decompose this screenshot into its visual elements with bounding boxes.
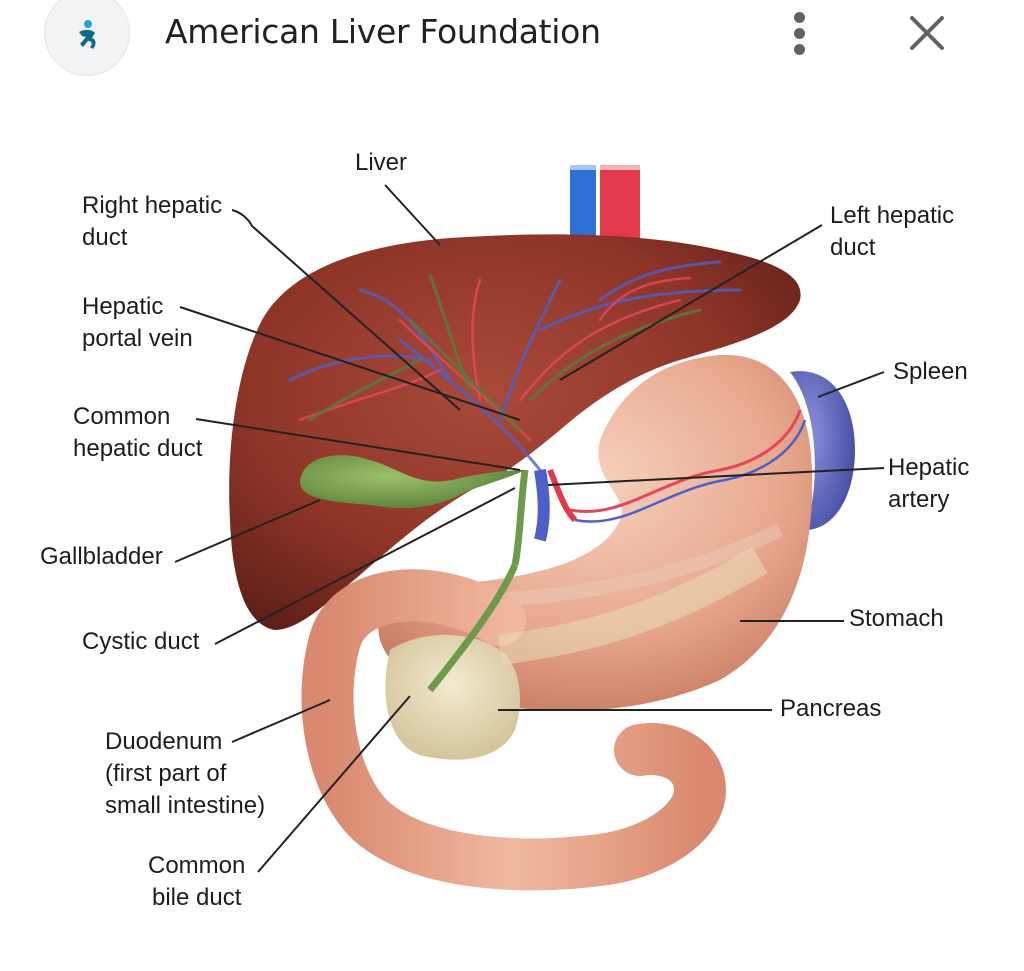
label-left-hepatic-duct: Left hepatic duct <box>830 200 954 264</box>
label-spleen: Spleen <box>893 358 968 385</box>
label-hepatic-portal-vein-line1: Hepatic <box>82 293 164 320</box>
pancreas-shape <box>385 635 520 760</box>
label-common-bile-duct-line2: bile duct <box>151 884 242 911</box>
more-vert-icon <box>794 12 805 23</box>
common-bile-duct-shape <box>427 469 529 693</box>
pancreas-body <box>498 547 768 665</box>
liver-anatomy-diagram: Liver Right hepatic duct Hepatic portal … <box>0 80 1024 971</box>
site-title: American Liver Foundation <box>165 12 601 51</box>
label-duodenum-line1: Duodenum <box>105 728 223 755</box>
hepatic-artery-trunk <box>547 468 578 523</box>
label-cystic-duct: Cystic duct <box>82 628 200 655</box>
label-liver: Liver <box>355 149 408 176</box>
label-pancreas: Pancreas <box>780 695 882 722</box>
label-left-hepatic-duct-line2: duct <box>830 234 876 261</box>
label-duodenum-line2: (first part of <box>105 760 227 787</box>
leader-lines <box>174 184 885 873</box>
site-logo[interactable] <box>44 0 130 76</box>
label-hepatic-portal-vein-line2: portal vein <box>82 325 193 352</box>
close-icon <box>910 16 944 50</box>
header-bar: American Liver Foundation <box>0 0 1024 78</box>
label-common-bile-duct: Common bile duct <box>148 850 245 914</box>
label-hepatic-artery-line1: Hepatic <box>888 454 970 481</box>
label-hepatic-artery-line2: artery <box>888 486 950 513</box>
liver-foundation-logo-icon <box>79 20 96 49</box>
label-duodenum: Duodenum (first part of small intestine) <box>105 726 265 822</box>
anatomy-illustration <box>174 150 885 891</box>
label-hepatic-portal-vein: Hepatic portal vein <box>82 291 193 355</box>
label-left-hepatic-duct-line1: Left hepatic <box>830 202 955 229</box>
more-vert-icon-dot <box>794 44 805 55</box>
duodenum-shape <box>301 569 727 891</box>
label-hepatic-artery: Hepatic artery <box>888 452 969 516</box>
label-gallbladder: Gallbladder <box>40 543 163 570</box>
label-right-hepatic-duct-line2: duct <box>82 224 128 251</box>
label-common-hepatic-duct-line2: hepatic duct <box>73 435 203 462</box>
label-right-hepatic-duct-line1: Right hepatic <box>82 192 223 219</box>
portal-vein-trunk <box>534 469 550 542</box>
gastric-vein <box>574 419 807 523</box>
gallbladder-shape <box>299 455 525 508</box>
gastric-artery <box>569 409 802 513</box>
label-common-hepatic-duct: Common hepatic duct <box>73 401 202 465</box>
more-vert-icon-dot <box>794 28 805 39</box>
label-stomach: Stomach <box>849 605 944 632</box>
label-duodenum-line3: small intestine) <box>105 792 266 819</box>
label-right-hepatic-duct: Right hepatic duct <box>82 190 222 254</box>
label-common-hepatic-duct-line1: Common <box>73 403 171 430</box>
more-options-button[interactable] <box>780 8 820 58</box>
label-common-bile-duct-line1: Common <box>148 852 246 879</box>
liver-vessels <box>288 260 742 472</box>
spleen-shape <box>790 371 855 530</box>
close-button[interactable] <box>902 8 952 58</box>
